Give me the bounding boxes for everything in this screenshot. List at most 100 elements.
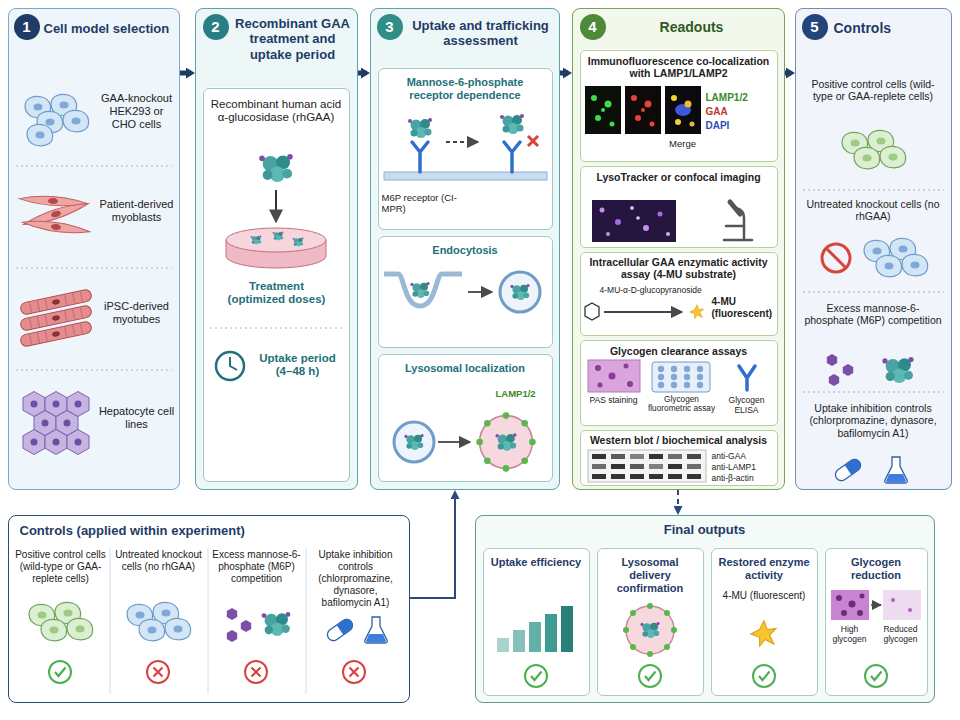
step-number: 3: [377, 14, 403, 40]
panel-box: 2Recombinant GAA treatment and uptake pe…: [195, 8, 358, 490]
text-slot: GAA-knockout HEK293 or CHO cells: [98, 92, 176, 132]
panel-box: 5 ControlsPositive control cells (wild-ty…: [795, 8, 952, 490]
text-slot: LysoTracker or confocal imaging: [584, 171, 774, 184]
text-slot: LAMP1/2: [706, 92, 776, 104]
text-slot: Uptake efficiency: [487, 556, 586, 569]
item-label: Controls: [834, 20, 946, 37]
item-label: Treatment (optimized doses): [225, 280, 329, 308]
sub-box: Lysosomal localizationLAMP1/2: [378, 354, 553, 482]
flow-arrow: [358, 71, 366, 76]
text-slot: PAS staining: [584, 395, 644, 405]
item-label: Merge: [662, 138, 704, 149]
text-slot: 4: [580, 14, 606, 40]
text-slot: anti-GAA: [712, 451, 776, 461]
item-label: GAA-knockout HEK293 or CHO cells: [98, 92, 176, 132]
text-slot: 5: [802, 14, 828, 40]
text-slot: Excess mannose-6-phosphate (M6P) competi…: [211, 549, 303, 585]
flow-arrow: [677, 490, 679, 511]
box-fill: [370, 8, 560, 490]
sub-box: Recombinant human acid α-glucosidase (rh…: [203, 88, 350, 482]
item-label: Positive control cells (wild-type or GAA…: [803, 78, 944, 103]
text-slot: Endocytosis: [384, 244, 547, 257]
box-heading: Mannose-6-phosphate receptor dependence: [384, 76, 547, 102]
box-heading: Endocytosis: [384, 244, 547, 257]
text-slot: DAPI: [706, 120, 776, 132]
flow-arrow: [410, 494, 455, 598]
text-slot: Immunofluorescence co-localization with …: [584, 55, 774, 80]
text-slot: 4-MU (fluorescent): [712, 296, 776, 320]
box-fill: [8, 515, 410, 703]
text-slot: Intracellular GAA enzymatic activity ass…: [584, 256, 774, 281]
box-heading: Glycogen clearance assays: [584, 345, 774, 358]
box-heading: Western blot / biochemical analysis: [584, 434, 774, 447]
box-fill: [580, 50, 778, 162]
text-slot: Controls: [834, 20, 946, 37]
text-slot: anti-LAMP1: [712, 462, 776, 472]
item-label: LAMP1/2: [496, 388, 550, 399]
text-slot: Treatment (optimized doses): [225, 280, 329, 308]
panel-box: Final outputsUptake efficiency Lysosomal …: [475, 515, 935, 703]
sub-box: Western blot / biochemical analysis anti-…: [580, 430, 778, 486]
item-label: Uptake inhibition controls (chlorpromazi…: [309, 549, 403, 609]
item-label: High glycogen: [826, 624, 874, 644]
box-heading: LysoTracker or confocal imaging: [584, 171, 774, 184]
text-slot: Lysosomal delivery confirmation: [601, 556, 700, 596]
panel-box: 3Uptake and trafficking assessmentMannos…: [370, 8, 560, 490]
item-label: Glycogen fluorometric assay: [648, 395, 716, 415]
box-heading: Glycogen reduction: [829, 556, 924, 582]
box-fill: [572, 8, 785, 490]
item-label: Glycogen ELISA: [718, 395, 776, 415]
text-slot: 4-MU-α-D-glucopyranoside: [600, 285, 710, 295]
box-fill: [795, 8, 952, 490]
item-label: Patient-derived myoblasts: [98, 198, 176, 224]
text-slot: Uptake period (4–48 h): [252, 352, 344, 380]
text-slot: anti-β-actin: [712, 473, 776, 483]
item-label: Hepatocyte cell lines: [98, 405, 176, 431]
step-number: 5: [802, 14, 828, 40]
box-fill: [711, 548, 818, 696]
box-fill: [203, 88, 350, 482]
text-slot: 2: [203, 14, 229, 40]
sub-box: Mannose-6-phosphate receptor dependenceM…: [378, 68, 553, 230]
sub-box: Lysosomal delivery confirmation: [597, 548, 704, 696]
text-slot: Recombinant human acid α-glucosidase (rh…: [208, 98, 345, 126]
text-slot: Glycogen clearance assays: [584, 345, 774, 358]
item-label: anti-GAA: [712, 451, 776, 461]
text-slot: Merge: [662, 138, 704, 149]
box-fill: [580, 430, 778, 486]
box-heading: Restored enzyme activity: [715, 556, 814, 582]
item-label: Excess mannose-6-phosphate (M6P) competi…: [211, 549, 303, 585]
box-fill: [378, 236, 553, 348]
box-fill: [475, 515, 935, 703]
flow-arrow: [180, 71, 191, 76]
box-heading: Lysosomal localization: [384, 362, 547, 375]
text-slot: High glycogen: [826, 624, 874, 644]
panel-box: 4 ReadoutsImmunofluorescence co-localizat…: [572, 8, 785, 490]
text-slot: Patient-derived myoblasts: [98, 198, 176, 224]
text-slot: GAA: [706, 106, 776, 118]
step-number: 1: [14, 14, 40, 40]
item-label: LAMP1/2: [706, 92, 776, 104]
text-slot: Restored enzyme activity: [715, 556, 814, 582]
item-label: Excess mannose-6-phosphate (M6P) competi…: [803, 302, 944, 327]
item-label: Uptake period (4–48 h): [252, 352, 344, 380]
box-heading: Immunofluorescence co-localization with …: [584, 55, 774, 80]
text-slot: Mannose-6-phosphate receptor dependence: [384, 76, 547, 102]
sub-box: Glycogen clearance assaysPAS staining Gly…: [580, 340, 778, 426]
step-number: 4: [580, 14, 606, 40]
text-slot: Untreated knockout cells (no rhGAA): [803, 198, 944, 223]
sub-box: Endocytosis: [378, 236, 553, 348]
box-heading: Intracellular GAA enzymatic activity ass…: [584, 256, 774, 281]
item-label: M6P receptor (CI-MPR): [382, 192, 478, 215]
box-heading: Lysosomal delivery confirmation: [601, 556, 700, 596]
text-slot: Glycogen fluorometric assay: [648, 395, 716, 415]
item-label: Readouts: [612, 19, 772, 36]
item-label: anti-β-actin: [712, 473, 776, 483]
text-slot: LAMP1/2: [496, 388, 550, 399]
item-label: Recombinant GAA treatment and uptake per…: [232, 16, 354, 63]
box-fill: [580, 252, 778, 336]
item-label: DAPI: [706, 120, 776, 132]
item-label: Uptake and trafficking assessment: [406, 18, 556, 49]
box-heading: Final outputs: [475, 522, 935, 538]
sub-box: Glycogen reductionHigh glycogenReduced g…: [825, 548, 928, 696]
